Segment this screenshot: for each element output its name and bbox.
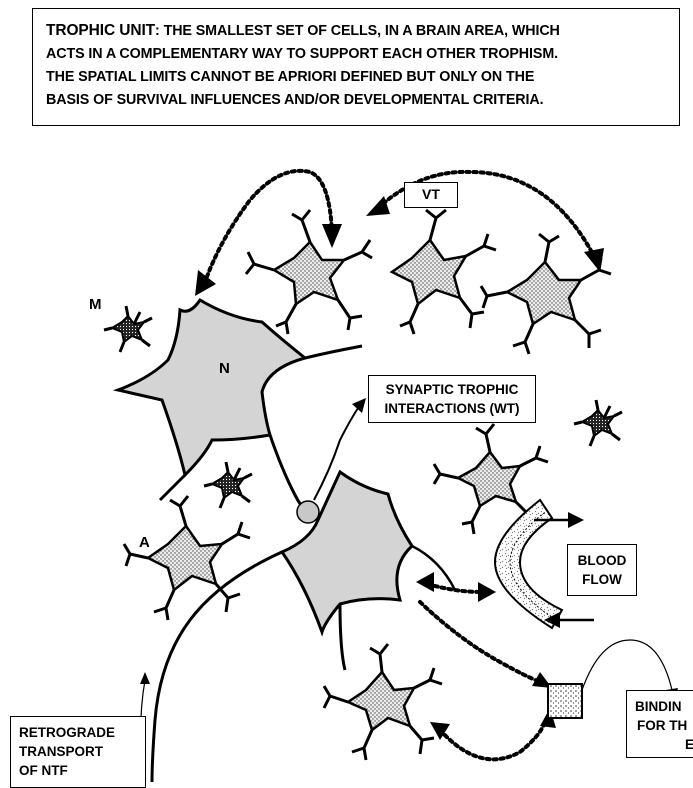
synaptic-label: SYNAPTIC TROPHIC INTERACTIONS (WT) [368, 375, 536, 423]
astrocyte-top-1 [246, 210, 372, 334]
vt-arrowhead-4 [584, 248, 604, 272]
microglia-right [574, 400, 622, 446]
microglia-m [104, 306, 152, 352]
binding-arrow [582, 640, 672, 690]
microglia-left [204, 462, 252, 508]
astrocyte-bottom [324, 644, 442, 760]
astrocyte-label: A [139, 534, 150, 551]
binding-line-1: BINDIN [635, 697, 693, 716]
retrograde-line-1: RETROGRADE [19, 723, 145, 742]
astrocyte-a [124, 496, 250, 620]
synaptic-line-2: INTERACTIONS (WT) [369, 399, 535, 418]
blood-flow-line-2: FLOW [568, 570, 636, 589]
vt-label: VT [404, 182, 458, 208]
astrocyte-top-2 [392, 210, 496, 334]
neuron-label: N [219, 360, 230, 377]
vt-arrowhead-1 [195, 270, 216, 296]
vt-arrowhead-2 [322, 224, 342, 248]
binding-site [548, 684, 582, 718]
retrograde-line-3: OF NTF [19, 761, 145, 780]
vt-text: VT [422, 186, 440, 202]
microglia-label: M [89, 296, 102, 313]
vt-arrowhead-3 [366, 196, 390, 216]
synaptic-bouton [297, 501, 319, 523]
retrograde-line-2: TRANSPORT [19, 742, 145, 761]
synaptic-line-1: SYNAPTIC TROPHIC [369, 380, 535, 399]
binding-line-2: FOR TH [635, 716, 693, 735]
retrograde-label: RETROGRADE TRANSPORT OF NTF [10, 716, 146, 788]
blood-flow-label: BLOOD FLOW [567, 544, 637, 596]
binding-label: BINDIN FOR TH E [626, 690, 693, 758]
binding-line-3: E [635, 735, 693, 754]
blood-flow-line-1: BLOOD [568, 551, 636, 570]
